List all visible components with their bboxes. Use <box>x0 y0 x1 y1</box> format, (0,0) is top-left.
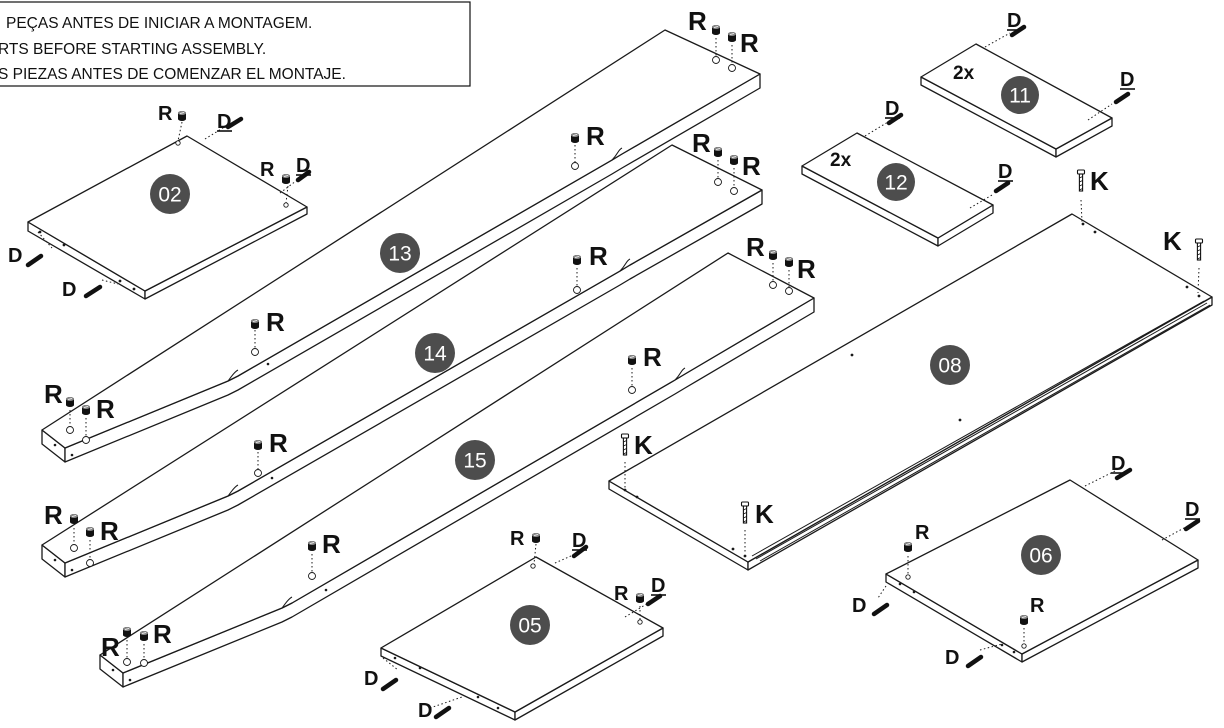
part-badge-02: 02 <box>150 174 190 214</box>
cam-label: R <box>740 28 759 58</box>
dowel-label: D <box>296 155 310 177</box>
screw-label: K <box>755 499 774 529</box>
svg-text:06: 06 <box>1029 545 1052 568</box>
dowel-label: D <box>998 161 1012 183</box>
part-badge-12: 12 <box>877 163 915 201</box>
cam-label: R <box>101 632 120 662</box>
quantity-label-12: 2x <box>830 150 852 171</box>
dowel-label: D <box>217 111 231 133</box>
part-badge-06: 06 <box>1021 535 1061 575</box>
dowel-label: D <box>418 700 432 722</box>
quantity-label-11: 2x <box>953 63 975 84</box>
cam-label: R <box>586 121 605 151</box>
part-badge-14: 14 <box>415 333 455 373</box>
cam-label: R <box>269 428 288 458</box>
cam-label: R <box>589 241 608 271</box>
screw-label: K <box>1163 226 1182 256</box>
cam-label: R <box>688 6 707 36</box>
part-badge-15: 15 <box>455 440 495 480</box>
cam-label: R <box>1030 595 1045 617</box>
cam-label: R <box>797 254 816 284</box>
panel-08: K K K K <box>608 166 1213 571</box>
dowel-label: D <box>364 668 378 690</box>
dowel-label: D <box>945 647 959 669</box>
dowel-label: D <box>62 279 76 301</box>
cam-label: R <box>915 522 930 544</box>
cam-label: R <box>96 394 115 424</box>
part-badge-08: 08 <box>930 345 970 385</box>
svg-text:08: 08 <box>938 355 961 378</box>
cam-label: R <box>266 307 285 337</box>
cam-label: R <box>44 379 63 409</box>
cam-label: R <box>643 342 662 372</box>
svg-text:15: 15 <box>463 450 486 473</box>
svg-text:02: 02 <box>158 184 181 207</box>
dowel-label: D <box>1111 453 1125 475</box>
notice-line-en: RTS BEFORE STARTING ASSEMBLY. <box>0 41 266 58</box>
dowel-label: D <box>572 530 586 552</box>
cam-label: R <box>692 128 711 158</box>
svg-text:14: 14 <box>423 343 447 366</box>
dowel-label: D <box>1120 69 1134 91</box>
part-badge-13: 13 <box>380 233 420 273</box>
rail-14: R R R R R R <box>41 128 763 578</box>
cam-label: R <box>614 583 629 605</box>
cam-label: R <box>322 529 341 559</box>
svg-text:05: 05 <box>518 615 541 638</box>
cam-label: R <box>44 500 63 530</box>
dowel-label: D <box>1185 499 1199 521</box>
notice-box: PEÇAS ANTES DE INICIAR A MONTAGEM. RTS B… <box>0 1 471 87</box>
dowel-label: D <box>1007 10 1021 32</box>
notice-line-es: S PIEZAS ANTES DE COMENZAR EL MONTAJE. <box>0 66 346 83</box>
cam-label: R <box>158 103 173 125</box>
part-badge-11: 11 <box>1001 76 1039 114</box>
svg-text:11: 11 <box>1009 85 1031 108</box>
cam-label: R <box>260 159 275 181</box>
cam-label: R <box>153 619 172 649</box>
svg-text:13: 13 <box>388 243 411 266</box>
part-badge-05: 05 <box>510 605 550 645</box>
dowel-label: D <box>885 98 899 120</box>
dowel-label: D <box>852 595 866 617</box>
dowel-label: D <box>8 245 22 267</box>
dowel-label: D <box>651 575 665 597</box>
svg-text:12: 12 <box>884 172 907 195</box>
cam-label: R <box>510 528 525 550</box>
notice-line-pt: PEÇAS ANTES DE INICIAR A MONTAGEM. <box>6 15 312 32</box>
cam-label: R <box>742 151 761 181</box>
screw-label: K <box>634 430 653 460</box>
cam-label: R <box>746 232 765 262</box>
cam-label: R <box>100 516 119 546</box>
screw-label: K <box>1090 166 1109 196</box>
